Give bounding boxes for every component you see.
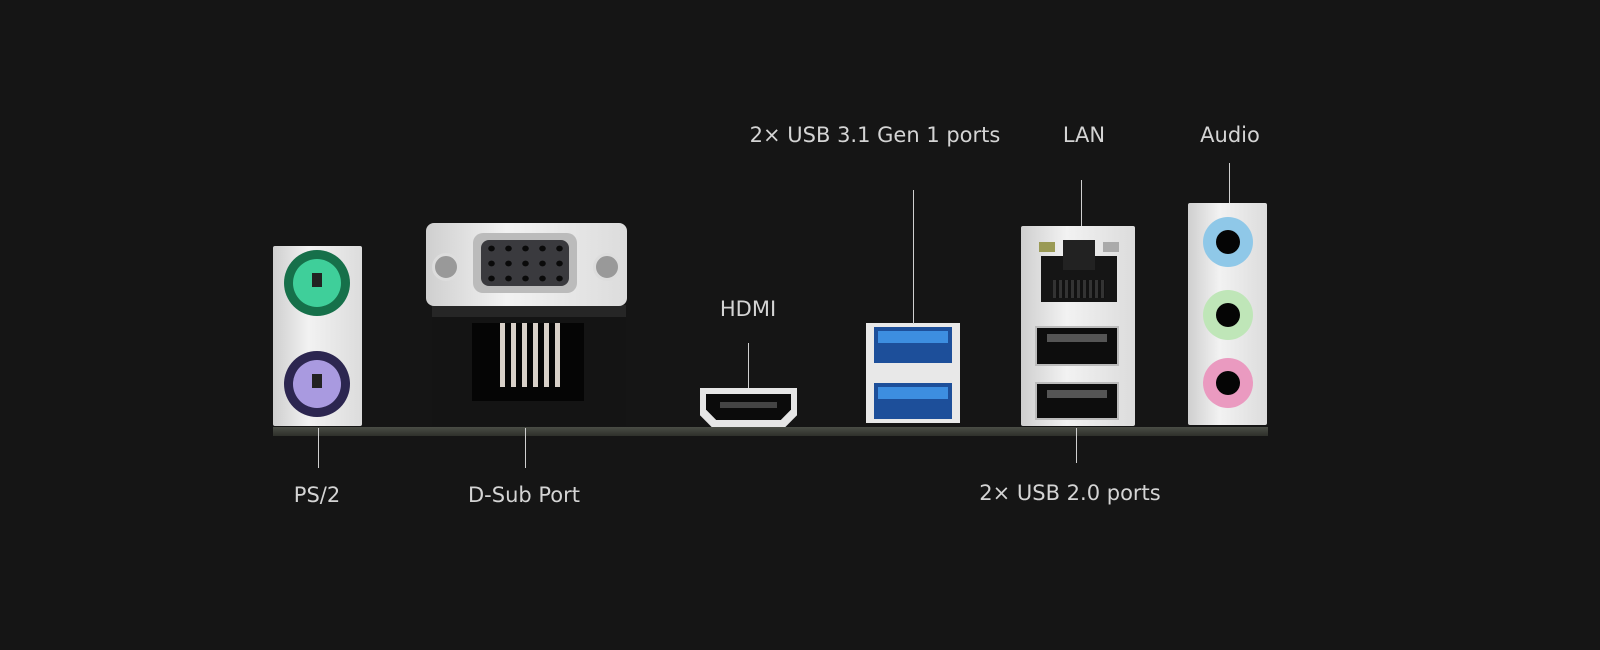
usb31-leader-line (913, 190, 914, 324)
audio-mic-jack (1203, 358, 1253, 408)
audio-jacks (1188, 203, 1267, 425)
dsub-port (426, 223, 627, 426)
hdmi-leader-line (748, 343, 749, 388)
hdmi-port (700, 388, 797, 427)
usb20-leader-line (1076, 428, 1077, 463)
usb-3-1-port (874, 327, 952, 363)
usb-3-1-port (874, 383, 952, 419)
hdmi-label: HDMI (719, 297, 777, 321)
audio-leader-line (1229, 163, 1230, 203)
lan-leader-line (1081, 180, 1082, 226)
motherboard-edge (273, 427, 1268, 436)
lan-label: LAN (1062, 123, 1106, 147)
usb-3-1-ports (866, 323, 960, 423)
ps2-leader-line (318, 428, 319, 468)
usb31-label: 2× USB 3.1 Gen 1 ports (749, 123, 1001, 147)
ps2-label: PS/2 (293, 483, 341, 507)
audio-line-in-jack (1203, 217, 1253, 267)
dsub-label: D-Sub Port (467, 483, 581, 507)
usb20-label: 2× USB 2.0 ports (979, 481, 1161, 505)
usb-2-0-port (1035, 326, 1119, 366)
audio-label: Audio (1200, 123, 1260, 147)
ps2-mouse-port (284, 351, 350, 417)
lan-port (1039, 236, 1119, 302)
audio-line-out-jack (1203, 290, 1253, 340)
ps2-port (273, 246, 362, 426)
dsub-leader-line (525, 428, 526, 468)
usb-2-0-port (1035, 382, 1119, 420)
ps2-keyboard-port (284, 250, 350, 316)
lan-usb-stack (1021, 226, 1135, 426)
